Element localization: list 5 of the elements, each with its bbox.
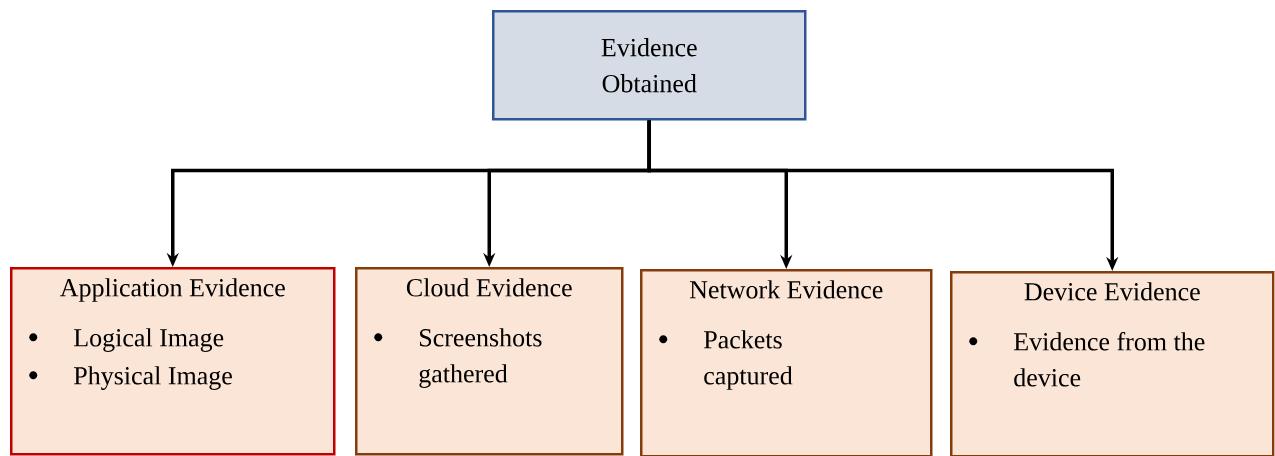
category-box: Device Evidence Evidence from the device xyxy=(950,271,1275,456)
category-box: Network Evidence Packets captured xyxy=(640,269,933,456)
title-box: Evidence Obtained xyxy=(492,10,807,121)
category-box: Cloud Evidence Screenshots gathered xyxy=(355,267,624,456)
category-box: Application Evidence Logical Image Physical Image xyxy=(10,267,336,456)
